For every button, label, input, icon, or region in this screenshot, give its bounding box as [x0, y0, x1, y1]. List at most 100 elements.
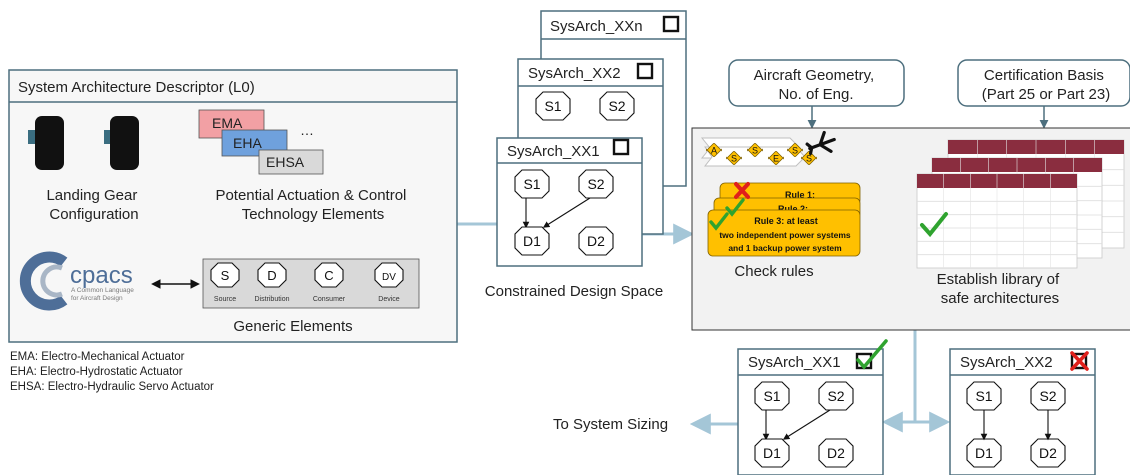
sysarch-xx1-stack-title: SysArch_XX1 [507, 143, 600, 160]
sysarch-xx1-checkbox-icon [612, 138, 630, 156]
architecture-node [818, 438, 854, 468]
generic-element-letter: D [267, 268, 276, 283]
geometry-line1: Aircraft Geometry, [754, 67, 875, 84]
architecture-node [514, 226, 550, 256]
generic-element-caption: Device [378, 296, 400, 303]
architecture-node-label: S2 [587, 176, 604, 192]
sysarch-xxn-checkbox-icon [662, 15, 680, 33]
architecture-node-label: S2 [1039, 388, 1056, 404]
flow-letter: S [792, 146, 798, 156]
architecture-node [754, 438, 790, 468]
rule-2-text: Rule 2: [778, 204, 808, 214]
architecture-node-label: S1 [544, 98, 561, 114]
result-xx2-title: SysArch_XX2 [960, 354, 1053, 371]
flow-letter-badge [706, 143, 722, 157]
architecture-node [578, 226, 614, 256]
svg-text:Landing Gear Configurati: Landing Gear Configuration [46, 187, 141, 223]
airplane-icon [805, 130, 836, 156]
rule-3-detail-2: and 1 backup power system [728, 243, 842, 253]
geometry-callout: Aircraft Geometry, No. of Eng. [728, 59, 905, 107]
architecture-node [1030, 381, 1066, 411]
check-rules-label: Check rules [734, 263, 813, 280]
cpacs-logo: cpacs A Common Language for Aircraft Des… [19, 251, 136, 311]
architecture-node-label: S2 [827, 388, 844, 404]
architecture-node [514, 169, 550, 199]
generic-elements-label: Generic Elements [233, 318, 352, 335]
svg-text:Potential Actuation & Control: Potential Actuation & Control Technology… [215, 187, 410, 223]
generic-element-caption: Distribution [254, 296, 289, 303]
legend-eha: EHA: Electro-Hydrostatic Actuator [10, 366, 183, 378]
architecture-node-label: S1 [975, 388, 992, 404]
node-edge [542, 197, 591, 228]
architecture-node-label: D1 [523, 233, 541, 249]
library-label-line2: safe architectures [941, 290, 1059, 307]
descriptor-title: System Architecture Descriptor (L0) [18, 79, 255, 96]
generic-element-caption: Source [214, 296, 236, 303]
flow-letter-badge [787, 143, 803, 157]
svg-text:Establish library of saf: Establish library of safe architectures [937, 271, 1064, 307]
ehsa-card-label: EHSA [266, 154, 305, 170]
actuation-cards: EMA EHA EHSA … [198, 109, 324, 175]
abbreviation-legend: EMA: Electro-Mechanical Actuator EHA: El… [10, 350, 214, 395]
architecture-node [754, 381, 790, 411]
cpacs-tagline-line1: A Common Language [71, 287, 134, 294]
library-check-icon [920, 212, 948, 238]
generic-element-letter: S [221, 268, 230, 283]
library-label-line1: Establish library of [937, 271, 1060, 288]
ema-card-label: EMA [212, 115, 243, 131]
generic-element-0 [210, 262, 240, 288]
flow-letter: A [711, 146, 717, 156]
svg-text:A Common Language for: A Common Language for Aircraft Design [71, 287, 136, 302]
architecture-node [966, 381, 1002, 411]
cpacs-tagline-line2: for Aircraft Design [71, 295, 123, 302]
flow-letter-badge [747, 143, 763, 157]
actuation-label-line2: Technology Elements [242, 206, 385, 223]
rule-card-3 [707, 209, 861, 257]
actuation-ellipsis: … [300, 122, 314, 138]
result-xx1-pass-check-icon [856, 339, 888, 370]
certification-callout: Certification Basis (Part 25 or Part 23) [957, 59, 1130, 107]
certification-line2: (Part 25 or Part 23) [982, 86, 1110, 103]
generic-element-1 [257, 262, 287, 288]
architecture-node [1030, 438, 1066, 468]
certification-line1: Certification Basis [984, 67, 1104, 84]
architecture-node-label: D1 [975, 445, 993, 461]
result-xx1-title: SysArch_XX1 [748, 354, 841, 371]
to-system-sizing-label: To System Sizing [553, 416, 668, 433]
sysarch-xx2-checkbox-icon [636, 62, 654, 80]
architecture-node-label: S2 [608, 98, 625, 114]
legend-ehsa: EHSA: Electro-Hydraulic Servo Actuator [10, 381, 214, 393]
node-edge [782, 409, 831, 440]
eha-card-label: EHA [233, 135, 262, 151]
architecture-node-label: D2 [827, 445, 845, 461]
architecture-node-label: S1 [763, 388, 780, 404]
generic-element-3 [374, 262, 404, 288]
flow-letter-badge [726, 151, 742, 165]
landing-gear-label-line2: Configuration [49, 206, 138, 223]
actuation-label-line1: Potential Actuation & Control [215, 187, 406, 204]
flow-letter: E [773, 154, 779, 164]
result-xx2-fail-cross-icon [1070, 351, 1089, 371]
landing-gear-icon [28, 116, 139, 170]
architecture-node [966, 438, 1002, 468]
svg-text:Aircraft Geometry, No. o: Aircraft Geometry, No. of Eng. [754, 67, 879, 103]
rule-1-text: Rule 1: [785, 190, 815, 200]
rule-check-icons [709, 181, 751, 231]
architecture-node [578, 169, 614, 199]
rule-3-detail-1: two independent power systems [719, 230, 851, 240]
architecture-node [535, 91, 571, 121]
library-tables [916, 139, 1125, 269]
landing-gear-label-line1: Landing Gear [46, 187, 137, 204]
generic-element-2 [314, 262, 344, 288]
design-space-label: Constrained Design Space [485, 283, 663, 300]
generic-element-letter: DV [382, 272, 396, 283]
descriptor-panel: System Architecture Descriptor (L0) Land… [8, 69, 458, 343]
svg-text:Certification Basis (Par: Certification Basis (Part 25 or Part 23) [982, 67, 1110, 103]
